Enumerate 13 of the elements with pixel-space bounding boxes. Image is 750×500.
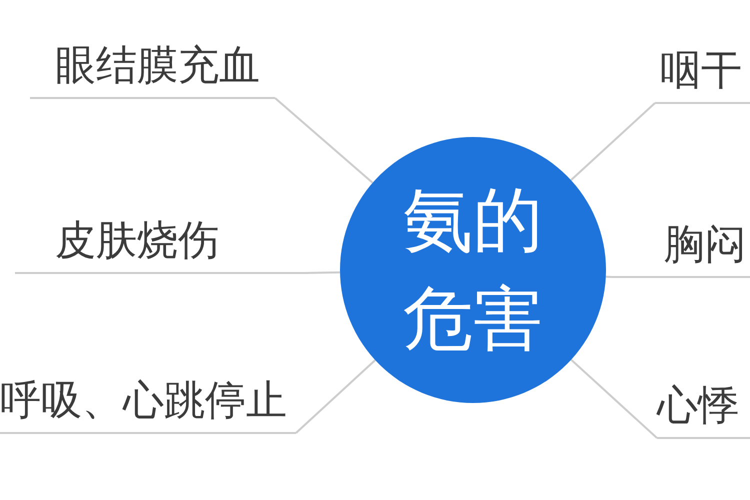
connector-line bbox=[606, 276, 612, 278]
central-topic-text: 氨的危害 bbox=[403, 178, 543, 362]
connector-line bbox=[570, 358, 658, 439]
branch-topic-label: 皮肤烧伤 bbox=[15, 216, 305, 274]
branch-topic-label: 心悸 bbox=[657, 381, 750, 439]
branch-topic-label: 眼结膜充血 bbox=[30, 41, 275, 99]
connector-line bbox=[274, 97, 374, 184]
connector-line bbox=[304, 271, 340, 274]
connector-line bbox=[570, 102, 656, 181]
branch-topic-label: 呼吸、心跳停止 bbox=[0, 376, 296, 434]
branch-topic-label: 咽干 bbox=[655, 46, 750, 104]
connector-line bbox=[295, 359, 376, 434]
branch-topic-label: 胸闷 bbox=[612, 220, 750, 278]
